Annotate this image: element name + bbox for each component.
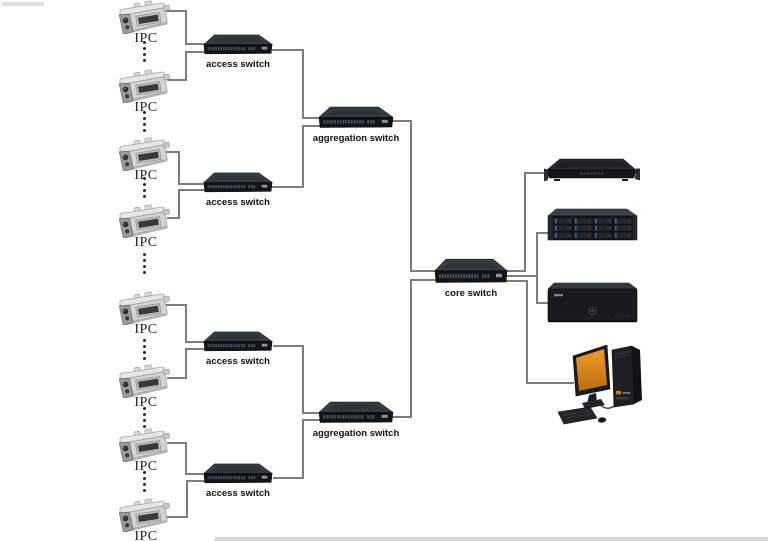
access-switch-3: access switch bbox=[188, 331, 288, 367]
camera-icon bbox=[116, 428, 176, 462]
camera-icon bbox=[116, 364, 176, 398]
camera-label: IPC bbox=[134, 459, 158, 474]
switch-icon bbox=[202, 172, 274, 195]
switch-icon bbox=[317, 106, 395, 131]
workstation-icon bbox=[557, 344, 642, 425]
camera-label: IPC bbox=[134, 395, 158, 410]
ellipsis-dots bbox=[140, 339, 148, 360]
camera-label: IPC bbox=[134, 322, 158, 337]
access-switch-4: access switch bbox=[188, 463, 288, 499]
access-switch-1: access switch bbox=[188, 34, 288, 70]
wire bbox=[167, 189, 207, 219]
wire bbox=[272, 49, 320, 119]
core-switch: core switch bbox=[421, 258, 521, 299]
wire bbox=[273, 419, 320, 479]
switch-label: access switch bbox=[206, 487, 270, 499]
ellipsis-dots bbox=[140, 177, 148, 198]
wire bbox=[505, 232, 550, 277]
rack-server-icon bbox=[544, 158, 640, 182]
wire bbox=[391, 279, 438, 418]
storage-server bbox=[545, 281, 640, 325]
camera-label: IPC bbox=[134, 100, 158, 115]
switch-label: access switch bbox=[206, 58, 270, 70]
switch-icon bbox=[317, 401, 395, 426]
wire bbox=[163, 10, 207, 45]
scan-artifact-top bbox=[2, 2, 44, 6]
camera-icon bbox=[116, 69, 176, 103]
storage-server-icon bbox=[547, 282, 638, 323]
wire bbox=[504, 172, 549, 272]
camera-label: IPC bbox=[134, 168, 158, 183]
wire bbox=[167, 442, 207, 475]
camera-icon bbox=[116, 137, 176, 171]
ellipsis-dots bbox=[140, 407, 148, 428]
aggregation-switch-1: aggregation switch bbox=[306, 106, 406, 144]
switch-label: aggregation switch bbox=[312, 427, 400, 439]
scan-artifact-bottom bbox=[215, 537, 768, 541]
wire bbox=[536, 276, 550, 304]
camera-icon bbox=[116, 0, 176, 34]
ipc-camera-2: IPC bbox=[114, 69, 178, 116]
switch-icon bbox=[202, 34, 274, 57]
ipc-camera-4: IPC bbox=[114, 204, 178, 251]
camera-label: IPC bbox=[134, 529, 158, 541]
access-switch-2: access switch bbox=[188, 172, 288, 208]
wire bbox=[167, 480, 207, 518]
ellipsis-dots bbox=[140, 111, 148, 132]
camera-label: IPC bbox=[134, 31, 158, 46]
camera-icon bbox=[116, 498, 176, 532]
switch-icon bbox=[202, 463, 274, 486]
switch-label: core switch bbox=[444, 288, 498, 299]
camera-label: IPC bbox=[134, 235, 158, 250]
wire bbox=[391, 120, 438, 272]
wire bbox=[505, 280, 574, 384]
wire bbox=[273, 345, 320, 414]
ipc-camera-1: IPC bbox=[114, 0, 178, 47]
ellipsis-dots bbox=[140, 471, 148, 492]
switch-icon bbox=[202, 331, 274, 354]
ipc-camera-5: IPC bbox=[114, 291, 178, 338]
wire bbox=[167, 51, 207, 81]
aggregation-switch-2: aggregation switch bbox=[306, 401, 406, 439]
ipc-camera-6: IPC bbox=[114, 364, 178, 411]
camera-icon bbox=[116, 291, 176, 325]
wire bbox=[165, 304, 207, 343]
camera-icon bbox=[116, 204, 176, 238]
switch-label: access switch bbox=[206, 196, 270, 208]
wire bbox=[165, 151, 207, 185]
wire bbox=[167, 348, 207, 379]
workstation bbox=[556, 336, 656, 432]
disk-array-icon bbox=[547, 208, 638, 241]
ipc-camera-3: IPC bbox=[114, 137, 178, 184]
switch-icon bbox=[433, 258, 509, 286]
ipc-camera-8: IPC bbox=[114, 498, 178, 541]
disk-array bbox=[545, 207, 640, 243]
ipc-camera-7: IPC bbox=[114, 428, 178, 475]
switch-label: aggregation switch bbox=[312, 132, 400, 144]
rack-server bbox=[544, 155, 640, 185]
wire bbox=[272, 125, 320, 188]
ellipsis-dots bbox=[140, 41, 148, 62]
switch-label: access switch bbox=[206, 355, 270, 367]
ellipsis-dots bbox=[140, 253, 148, 274]
